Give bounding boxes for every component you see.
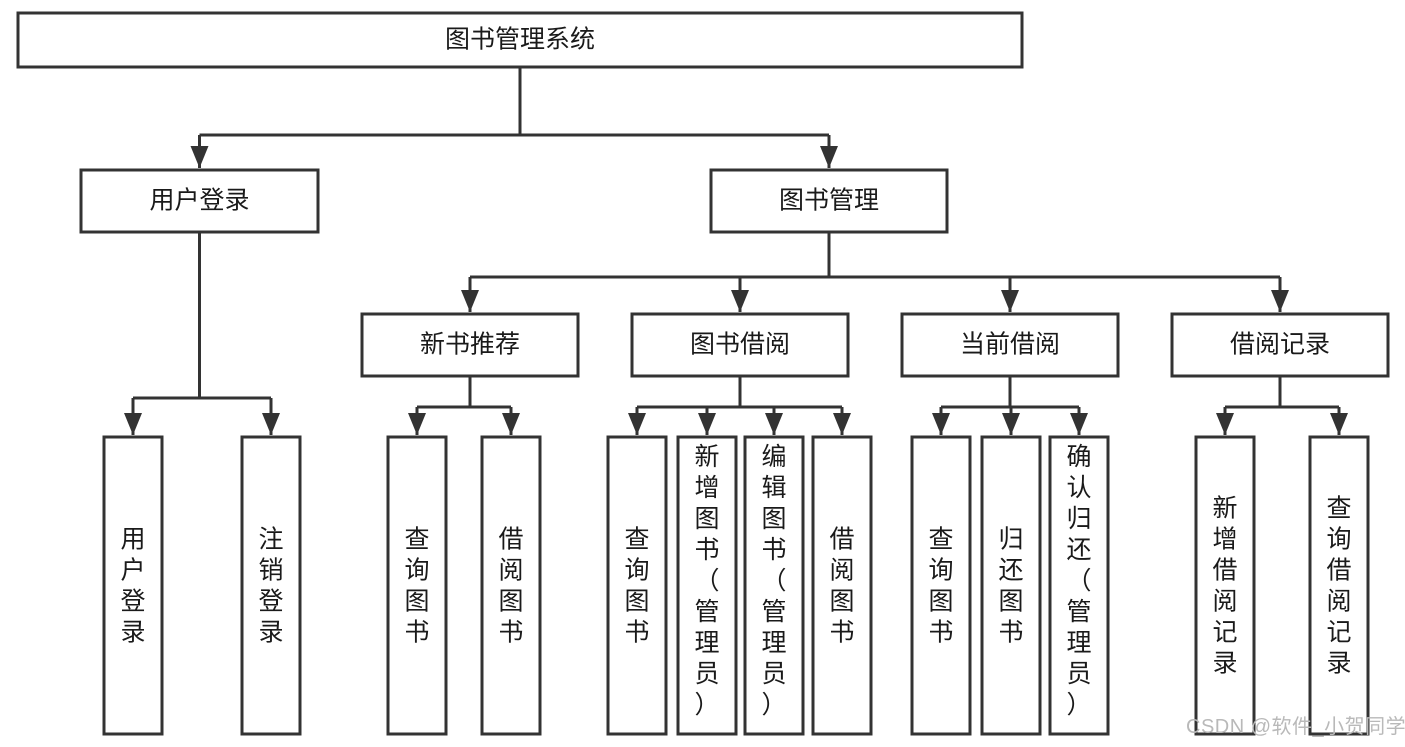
node-leaf-borrow-book-1-box[interactable] [480, 435, 542, 736]
node-book-borrow[interactable]: 图书借阅 [630, 312, 850, 378]
node-leaf-user-login[interactable]: 用户登录 [102, 435, 164, 736]
book-borrow-to-leaves-arrow-3 [833, 413, 851, 435]
current-borrow-to-leaves-arrow-0 [932, 413, 950, 435]
node-leaf-query-book-3[interactable]: 查询图书 [910, 435, 972, 736]
node-book-borrow-box[interactable] [630, 312, 850, 378]
node-root-system[interactable]: 图书管理系统 [16, 11, 1024, 69]
node-leaf-query-book-2-box[interactable] [606, 435, 668, 736]
bookmanage-to-level3-arrow-1 [731, 290, 749, 312]
node-leaf-user-login-label: 用户登录 [120, 526, 145, 647]
node-root-system-box[interactable] [16, 11, 1024, 69]
node-leaf-query-record-label: 查询借阅记录 [1326, 495, 1351, 678]
node-borrow-record-label: 借阅记录 [1230, 331, 1330, 359]
node-user-login-box[interactable] [79, 168, 320, 234]
node-leaf-logout-box[interactable] [240, 435, 302, 736]
node-leaf-borrow-book-2-label: 借阅图书 [829, 526, 854, 647]
node-leaf-edit-book-label: 编辑图书（管理员） [761, 443, 786, 719]
node-leaf-query-book-1[interactable]: 查询图书 [386, 435, 448, 736]
node-leaf-add-record-label: 新增借阅记录 [1212, 495, 1237, 678]
connector-layer [124, 67, 1348, 435]
node-leaf-query-record[interactable]: 查询借阅记录 [1308, 435, 1370, 736]
node-borrow-record-box[interactable] [1170, 312, 1390, 378]
node-leaf-user-login-box[interactable] [102, 435, 164, 736]
node-leaf-query-book-1-label: 查询图书 [404, 526, 429, 647]
node-leaf-query-book-3-box[interactable] [910, 435, 972, 736]
node-leaf-edit-book[interactable]: 编辑图书（管理员） [743, 435, 805, 736]
node-leaf-borrow-book-1[interactable]: 借阅图书 [480, 435, 542, 736]
node-leaf-logout-label: 注销登录 [258, 526, 283, 647]
node-user-login-label: 用户登录 [149, 187, 249, 215]
node-leaf-query-record-box[interactable] [1308, 435, 1370, 736]
csdn-watermark: CSDN @软件_小贺同学 [1186, 716, 1405, 738]
node-leaf-add-book-label: 新增图书（管理员） [694, 443, 719, 719]
node-book-manage-label: 图书管理 [779, 187, 879, 215]
node-leaf-return-book-label: 归还图书 [998, 526, 1023, 647]
new-book-rec-to-leaves-arrow-0 [408, 413, 426, 435]
node-book-manage-box[interactable] [709, 168, 949, 234]
bookmanage-to-level3-arrow-3 [1271, 290, 1289, 312]
node-borrow-record[interactable]: 借阅记录 [1170, 312, 1390, 378]
node-leaf-add-book[interactable]: 新增图书（管理员） [676, 435, 738, 736]
book-borrow-to-leaves-arrow-0 [628, 413, 646, 435]
node-current-borrow[interactable]: 当前借阅 [900, 312, 1120, 378]
node-new-book-rec-box[interactable] [360, 312, 580, 378]
node-layer: 图书管理系统用户登录图书管理新书推荐图书借阅当前借阅借阅记录用户登录注销登录查询… [16, 11, 1390, 736]
node-root-system-label: 图书管理系统 [445, 26, 595, 54]
node-leaf-query-book-3-label: 查询图书 [928, 526, 953, 647]
node-leaf-borrow-book-2-box[interactable] [811, 435, 873, 736]
node-leaf-add-record[interactable]: 新增借阅记录 [1194, 435, 1256, 736]
node-current-borrow-box[interactable] [900, 312, 1120, 378]
node-leaf-return-book[interactable]: 归还图书 [980, 435, 1042, 736]
node-book-manage[interactable]: 图书管理 [709, 168, 949, 234]
book-borrow-to-leaves-arrow-1 [698, 413, 716, 435]
node-leaf-confirm-return-box[interactable] [1048, 435, 1110, 736]
borrow-record-to-leaves-arrow-0 [1216, 413, 1234, 435]
node-leaf-edit-book-box[interactable] [743, 435, 805, 736]
book-borrow-to-leaves-arrow-2 [765, 413, 783, 435]
node-new-book-rec[interactable]: 新书推荐 [360, 312, 580, 378]
node-leaf-add-record-box[interactable] [1194, 435, 1256, 736]
borrow-record-to-leaves-arrow-1 [1330, 413, 1348, 435]
new-book-rec-to-leaves-arrow-1 [502, 413, 520, 435]
node-leaf-return-book-box[interactable] [980, 435, 1042, 736]
node-new-book-rec-label: 新书推荐 [420, 331, 520, 359]
node-leaf-query-book-1-box[interactable] [386, 435, 448, 736]
node-leaf-confirm-return[interactable]: 确认归还（管理员） [1048, 435, 1110, 736]
current-borrow-to-leaves-arrow-1 [1002, 413, 1020, 435]
userlogin-to-leaves-arrow-1 [262, 413, 280, 435]
node-leaf-add-book-box[interactable] [676, 435, 738, 736]
node-leaf-borrow-book-2[interactable]: 借阅图书 [811, 435, 873, 736]
current-borrow-to-leaves-arrow-2 [1070, 413, 1088, 435]
node-leaf-query-book-2-label: 查询图书 [624, 526, 649, 647]
node-book-borrow-label: 图书借阅 [690, 331, 790, 359]
userlogin-to-leaves-arrow-0 [124, 413, 142, 435]
root-to-level2-arrow-0 [190, 146, 209, 168]
bookmanage-to-level3-arrow-2 [1001, 290, 1019, 312]
bookmanage-to-level3-arrow-0 [461, 290, 479, 312]
node-leaf-borrow-book-1-label: 借阅图书 [498, 526, 523, 647]
node-current-borrow-label: 当前借阅 [960, 331, 1060, 359]
node-leaf-confirm-return-label: 确认归还（管理员） [1066, 443, 1091, 719]
node-leaf-query-book-2[interactable]: 查询图书 [606, 435, 668, 736]
root-to-level2-arrow-1 [820, 146, 838, 168]
node-leaf-logout[interactable]: 注销登录 [240, 435, 302, 736]
node-user-login[interactable]: 用户登录 [79, 168, 320, 234]
